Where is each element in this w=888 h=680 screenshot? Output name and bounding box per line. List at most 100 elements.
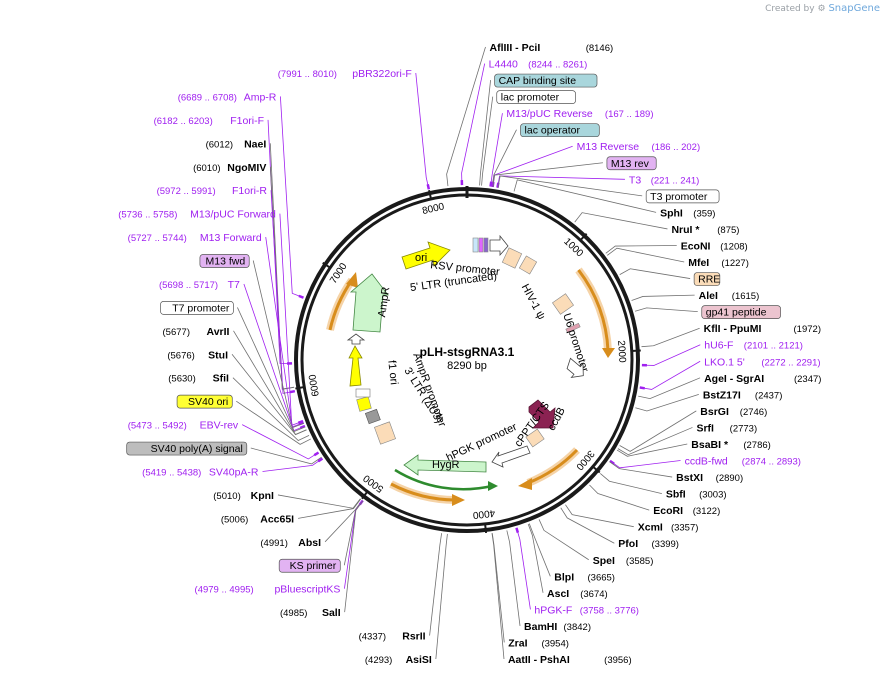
site-label[interactable]: SV40pA-R(5419 .. 5438) [142,466,259,478]
site-label[interactable]: KflI - PpuMI(1972) [704,323,821,335]
primer-name: hU6-F [704,340,733,352]
site-label[interactable]: SalI(4985) [280,607,341,619]
ruler-tick [428,189,433,201]
site-label[interactable]: M13 rev [606,156,657,171]
site-label[interactable]: gp41 peptide [701,305,781,319]
site-coordinates: (359) [693,208,715,219]
site-label[interactable]: BlpI(3665) [554,571,615,583]
feature-box [472,237,479,253]
site-label[interactable]: M13 Reverse(186 .. 202) [577,141,700,153]
enzyme-name: AbsI [298,537,321,549]
site-label[interactable]: AbsI(4991) [260,537,321,549]
site-label[interactable]: KpnI(5010) [213,490,274,502]
site-label[interactable]: Acc65I(5006) [221,513,294,525]
leader-line [262,458,323,472]
site-label[interactable]: BsrGI(2746) [700,406,767,418]
leader-line [435,533,448,660]
site-label[interactable]: AvrII(5677) [163,326,230,338]
site-label[interactable]: NgoMIV(6010) [193,162,266,174]
primer-name: T7 [228,279,240,291]
site-label[interactable]: SbfI(3003) [666,489,727,501]
site-label[interactable]: L4440(8244 .. 8261) [489,59,588,71]
site-label[interactable]: M13/pUC Reverse(167 .. 189) [506,108,653,120]
feature-tag [278,558,341,573]
site-label[interactable]: NruI *(875) [671,224,739,236]
primer-name: LKO.1 5' [704,356,745,368]
site-coordinates: (6012) [206,139,233,150]
leader-line [516,527,531,610]
leader-line [513,179,657,213]
primer-mark [426,184,431,190]
site-coordinates: (5727 .. 5744) [128,233,187,244]
site-label[interactable]: XcmI(3357) [638,522,699,534]
site-label[interactable]: T7 promoter [160,301,234,315]
leader-line [565,504,634,528]
site-label[interactable]: EcoRI(3122) [653,505,720,517]
site-coordinates: (3122) [693,506,720,517]
site-label[interactable]: KS primer [278,558,341,573]
site-label[interactable]: SfiI(5630) [168,373,229,385]
site-label[interactable]: SphI(359) [660,207,715,219]
site-label[interactable]: lac operator [520,123,600,138]
site-label[interactable]: AsiSI(4293) [365,654,432,666]
site-label[interactable]: pBluescriptKS(4979 .. 4995) [195,584,341,596]
feature-tag-text: SV40 ori [188,396,228,408]
site-label[interactable]: pBR322ori-F(7991 .. 8010) [278,68,412,80]
site-label[interactable]: T3(221 .. 241) [629,174,699,186]
site-coordinates: (167 .. 189) [605,109,654,120]
feature-tag [606,156,657,171]
site-label[interactable]: AatII - PshAI(3956) [508,654,632,666]
primer-name: F1ori-R [232,185,267,197]
site-label[interactable]: ccdB-fwd(2874 .. 2893) [685,456,801,468]
site-label[interactable]: CAP binding site [494,73,598,88]
site-label[interactable]: T7(5698 .. 5717) [159,279,240,291]
site-coordinates: (4293) [365,655,392,666]
site-label[interactable]: RRE [693,272,720,286]
site-label[interactable]: LKO.1 5'(2272 .. 2291) [704,356,820,368]
site-label[interactable]: StuI(5676) [167,349,228,361]
enzyme-name: AleI [699,290,718,302]
site-label[interactable]: F1ori-R(5972 .. 5991) [157,185,268,197]
site-label[interactable]: hPGK-F(3758 .. 3776) [534,604,639,616]
site-label[interactable]: ZraI(3954) [508,637,569,649]
site-label[interactable]: T3 promoter [645,189,720,204]
site-label[interactable]: BstXI(2890) [676,472,743,484]
site-coordinates: (4979 .. 4995) [195,585,254,596]
site-label[interactable]: Amp-R(6689 .. 6708) [178,91,277,103]
site-label[interactable]: BstZ17I(2437) [703,389,783,401]
feature-label: 5' LTR (truncated) [409,270,497,294]
site-coordinates: (5676) [167,350,194,361]
site-label[interactable]: SV40 poly(A) signal [126,441,248,456]
u6-promoter-arrow [566,357,584,378]
site-label[interactable]: PfoI(3399) [618,538,679,550]
leader-line [446,46,486,187]
site-label[interactable]: EBV-rev(5473 .. 5492) [128,420,239,432]
leader-line [619,410,697,452]
site-label[interactable]: BamHI(3842) [524,621,591,633]
site-label[interactable]: RsrII(4337) [359,631,426,643]
enzyme-name: SalI [322,607,341,619]
site-label[interactable]: BsaBI *(2786) [691,439,771,451]
site-label[interactable]: NaeI(6012) [206,138,267,150]
enzyme-name: SpeI [593,555,615,567]
feature-tag [494,73,598,88]
enzyme-name: BstZ17I [703,389,741,401]
site-label[interactable]: AgeI - SgrAI(2347) [704,373,821,385]
site-label[interactable]: hU6-F(2101 .. 2121) [704,340,803,352]
site-label[interactable]: AscI(3674) [547,588,608,600]
enzyme-name: BsrGI [700,406,729,418]
site-label[interactable]: M13/pUC Forward(5736 .. 5758) [118,209,276,221]
site-label[interactable]: EcoNI(1208) [681,240,748,252]
site-label[interactable]: SV40 ori [176,394,233,409]
site-label[interactable]: M13 Forward(5727 .. 5744) [128,232,262,244]
site-label[interactable]: MfeI(1227) [688,257,749,269]
site-label[interactable]: AflIII - PciI(8146) [490,42,614,54]
site-label[interactable]: SrfI(2773) [696,422,757,434]
site-label[interactable]: SpeI(3585) [593,555,654,567]
site-label[interactable]: AleI(1615) [699,290,760,302]
site-label[interactable]: M13 fwd [199,254,250,268]
enzyme-name: KpnI [251,490,274,502]
primer-name: EBV-rev [200,420,239,432]
site-label[interactable]: F1ori-F(6182 .. 6203) [154,115,264,127]
site-label[interactable]: lac promoter [496,90,576,104]
